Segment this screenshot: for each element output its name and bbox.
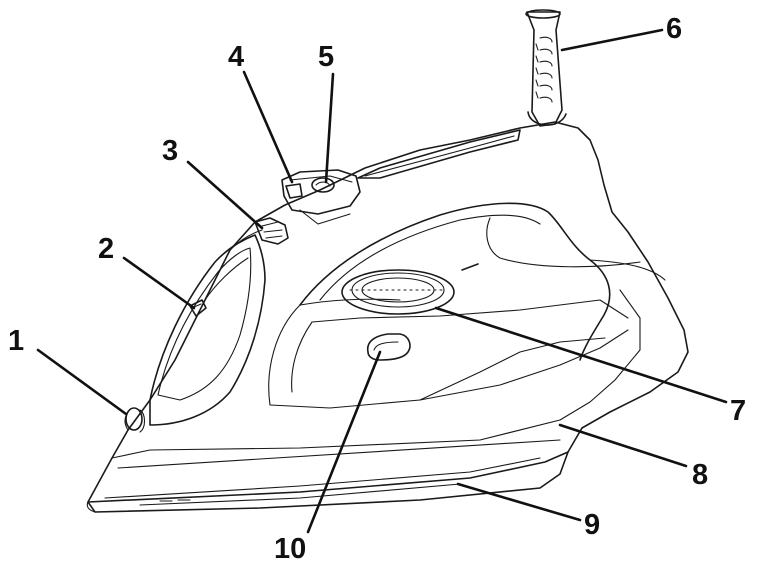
callout-1: 1: [8, 325, 24, 357]
leader-10: [306, 350, 382, 534]
cord-guard: [525, 9, 567, 127]
temperature-dial: [341, 263, 479, 315]
callout-3: 3: [162, 135, 178, 167]
leader-7: [434, 306, 728, 404]
leader-6: [560, 28, 664, 52]
soleplate: [86, 451, 569, 513]
self-clean-button: [366, 333, 411, 361]
callout-8: 8: [692, 459, 708, 491]
callout-10: 10: [274, 533, 306, 563]
callout-labels: 1 2 3 4 5 6 7 8 9 10: [8, 13, 746, 563]
leader-3: [186, 160, 264, 230]
leader-2: [122, 256, 196, 310]
leader-8: [558, 423, 688, 468]
leader-5: [324, 72, 335, 184]
callout-5: 5: [318, 41, 334, 73]
callout-2: 2: [98, 233, 114, 265]
leader-9: [456, 482, 582, 522]
spray-button: [254, 217, 289, 245]
side-button: [189, 299, 207, 317]
callout-4: 4: [228, 41, 244, 73]
steam-burst-buttons: [281, 169, 361, 225]
callout-6: 6: [666, 13, 682, 45]
steam-iron-illustration: [86, 9, 689, 513]
leader-lines: [36, 28, 728, 534]
leader-4: [242, 70, 294, 184]
iron-housing: [87, 121, 689, 503]
callout-9: 9: [584, 509, 600, 541]
leader-1: [36, 348, 128, 416]
callout-7: 7: [730, 395, 746, 427]
